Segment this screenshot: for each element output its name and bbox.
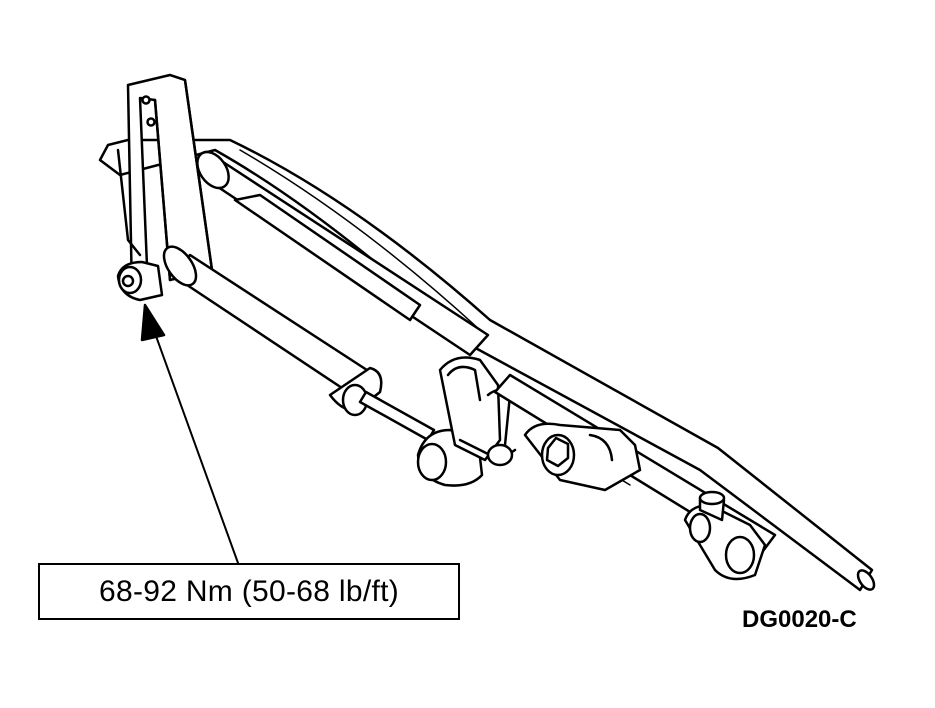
adjuster-sleeve <box>523 422 642 492</box>
figure-id: DG0020-C <box>742 606 857 633</box>
power-cylinder <box>162 245 383 417</box>
torque-callout-box: 68-92 Nm (50-68 lb/ft) <box>38 563 460 620</box>
torque-specification: 68-92 Nm (50-68 lb/ft) <box>98 574 400 608</box>
callout-leader <box>140 303 239 564</box>
frame-rail <box>98 138 876 592</box>
tube-clamp <box>438 356 517 467</box>
upper-tube <box>196 150 490 357</box>
mounting-bolt <box>116 260 164 302</box>
tie-rod-end <box>683 490 767 581</box>
piston-rod <box>358 390 436 442</box>
